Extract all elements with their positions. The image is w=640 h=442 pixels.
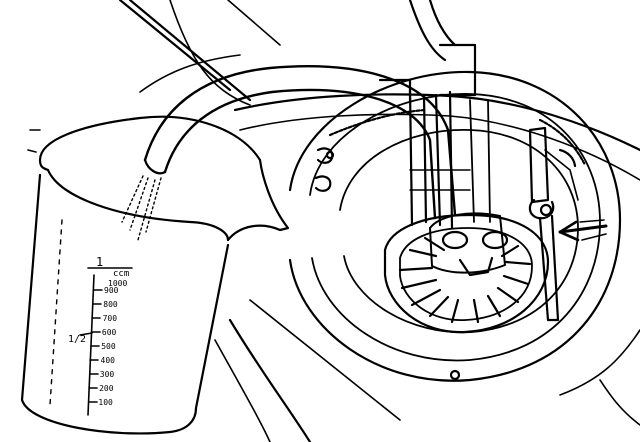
fuel-stream [121,175,162,241]
tank-pipes [378,43,491,230]
beaker-scale-value: 400 [101,356,116,365]
beaker-one-label: 1 [96,255,103,269]
beaker-labels: 1 ccm 1000 1/2 900 800 700 600 500 400 300 200 1… [68,255,129,407]
beaker-scale-values: 900 800 700 600 500 400 300 200 100 [98,286,118,407]
beaker-scale-value: 100 [98,398,113,407]
beaker-scale-value: 500 [101,342,116,351]
beaker-scale-value: 600 [102,328,117,337]
beaker-top-value: 1000 [108,279,127,288]
beaker-scale-value: 800 [103,300,118,309]
body-panel-lines [118,0,640,442]
beaker-scale-value: 200 [99,384,114,393]
beaker-scale-value: 300 [100,370,115,379]
pump-housing [383,212,550,334]
beaker-half-label: 1/2 [68,334,86,345]
wrench-tool [528,126,579,322]
measuring-beaker [20,115,290,435]
beaker-scale-value: 900 [104,286,119,295]
beaker-unit-label: ccm [113,269,129,279]
beaker-scale-ticks [79,289,103,403]
indicator-arrow [558,219,608,242]
beaker-scale-value: 700 [103,314,118,323]
drain-hose [143,65,457,220]
tank-opening [288,70,622,382]
